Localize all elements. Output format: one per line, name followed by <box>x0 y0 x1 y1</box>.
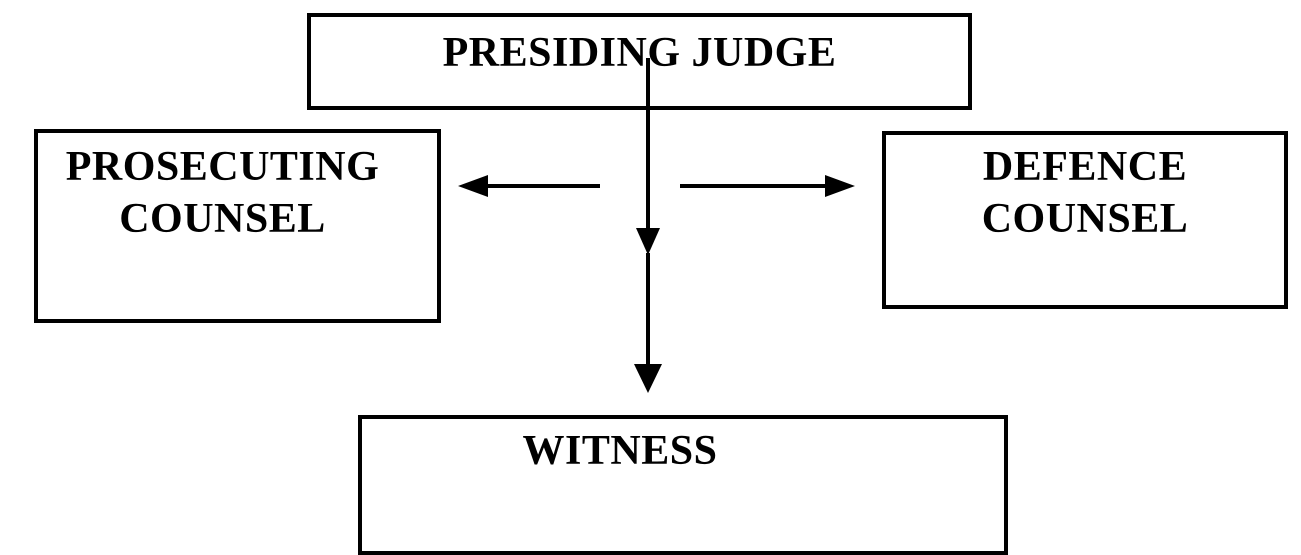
node-prosecuting-counsel: PROSECUTING COUNSEL <box>34 129 441 323</box>
arrow-right-to-defence-icon <box>680 175 855 197</box>
arrow-down-to-witness-icon <box>634 253 662 393</box>
node-defence-counsel: DEFENCE COUNSEL <box>882 131 1288 309</box>
node-presiding-judge-label: PRESIDING JUDGE <box>442 30 837 76</box>
node-defence-counsel-label-line1: DEFENCE <box>982 144 1188 190</box>
node-witness-label: WITNESS <box>522 428 718 474</box>
node-prosecuting-counsel-label-line1: PROSECUTING <box>65 144 380 190</box>
node-prosecuting-counsel-label-line2: COUNSEL <box>119 196 326 242</box>
node-presiding-judge: PRESIDING JUDGE <box>307 13 972 110</box>
node-witness: WITNESS <box>358 415 1008 555</box>
node-defence-counsel-label-line2: COUNSEL <box>981 196 1189 242</box>
arrow-left-to-prosecuting-icon <box>458 175 600 197</box>
